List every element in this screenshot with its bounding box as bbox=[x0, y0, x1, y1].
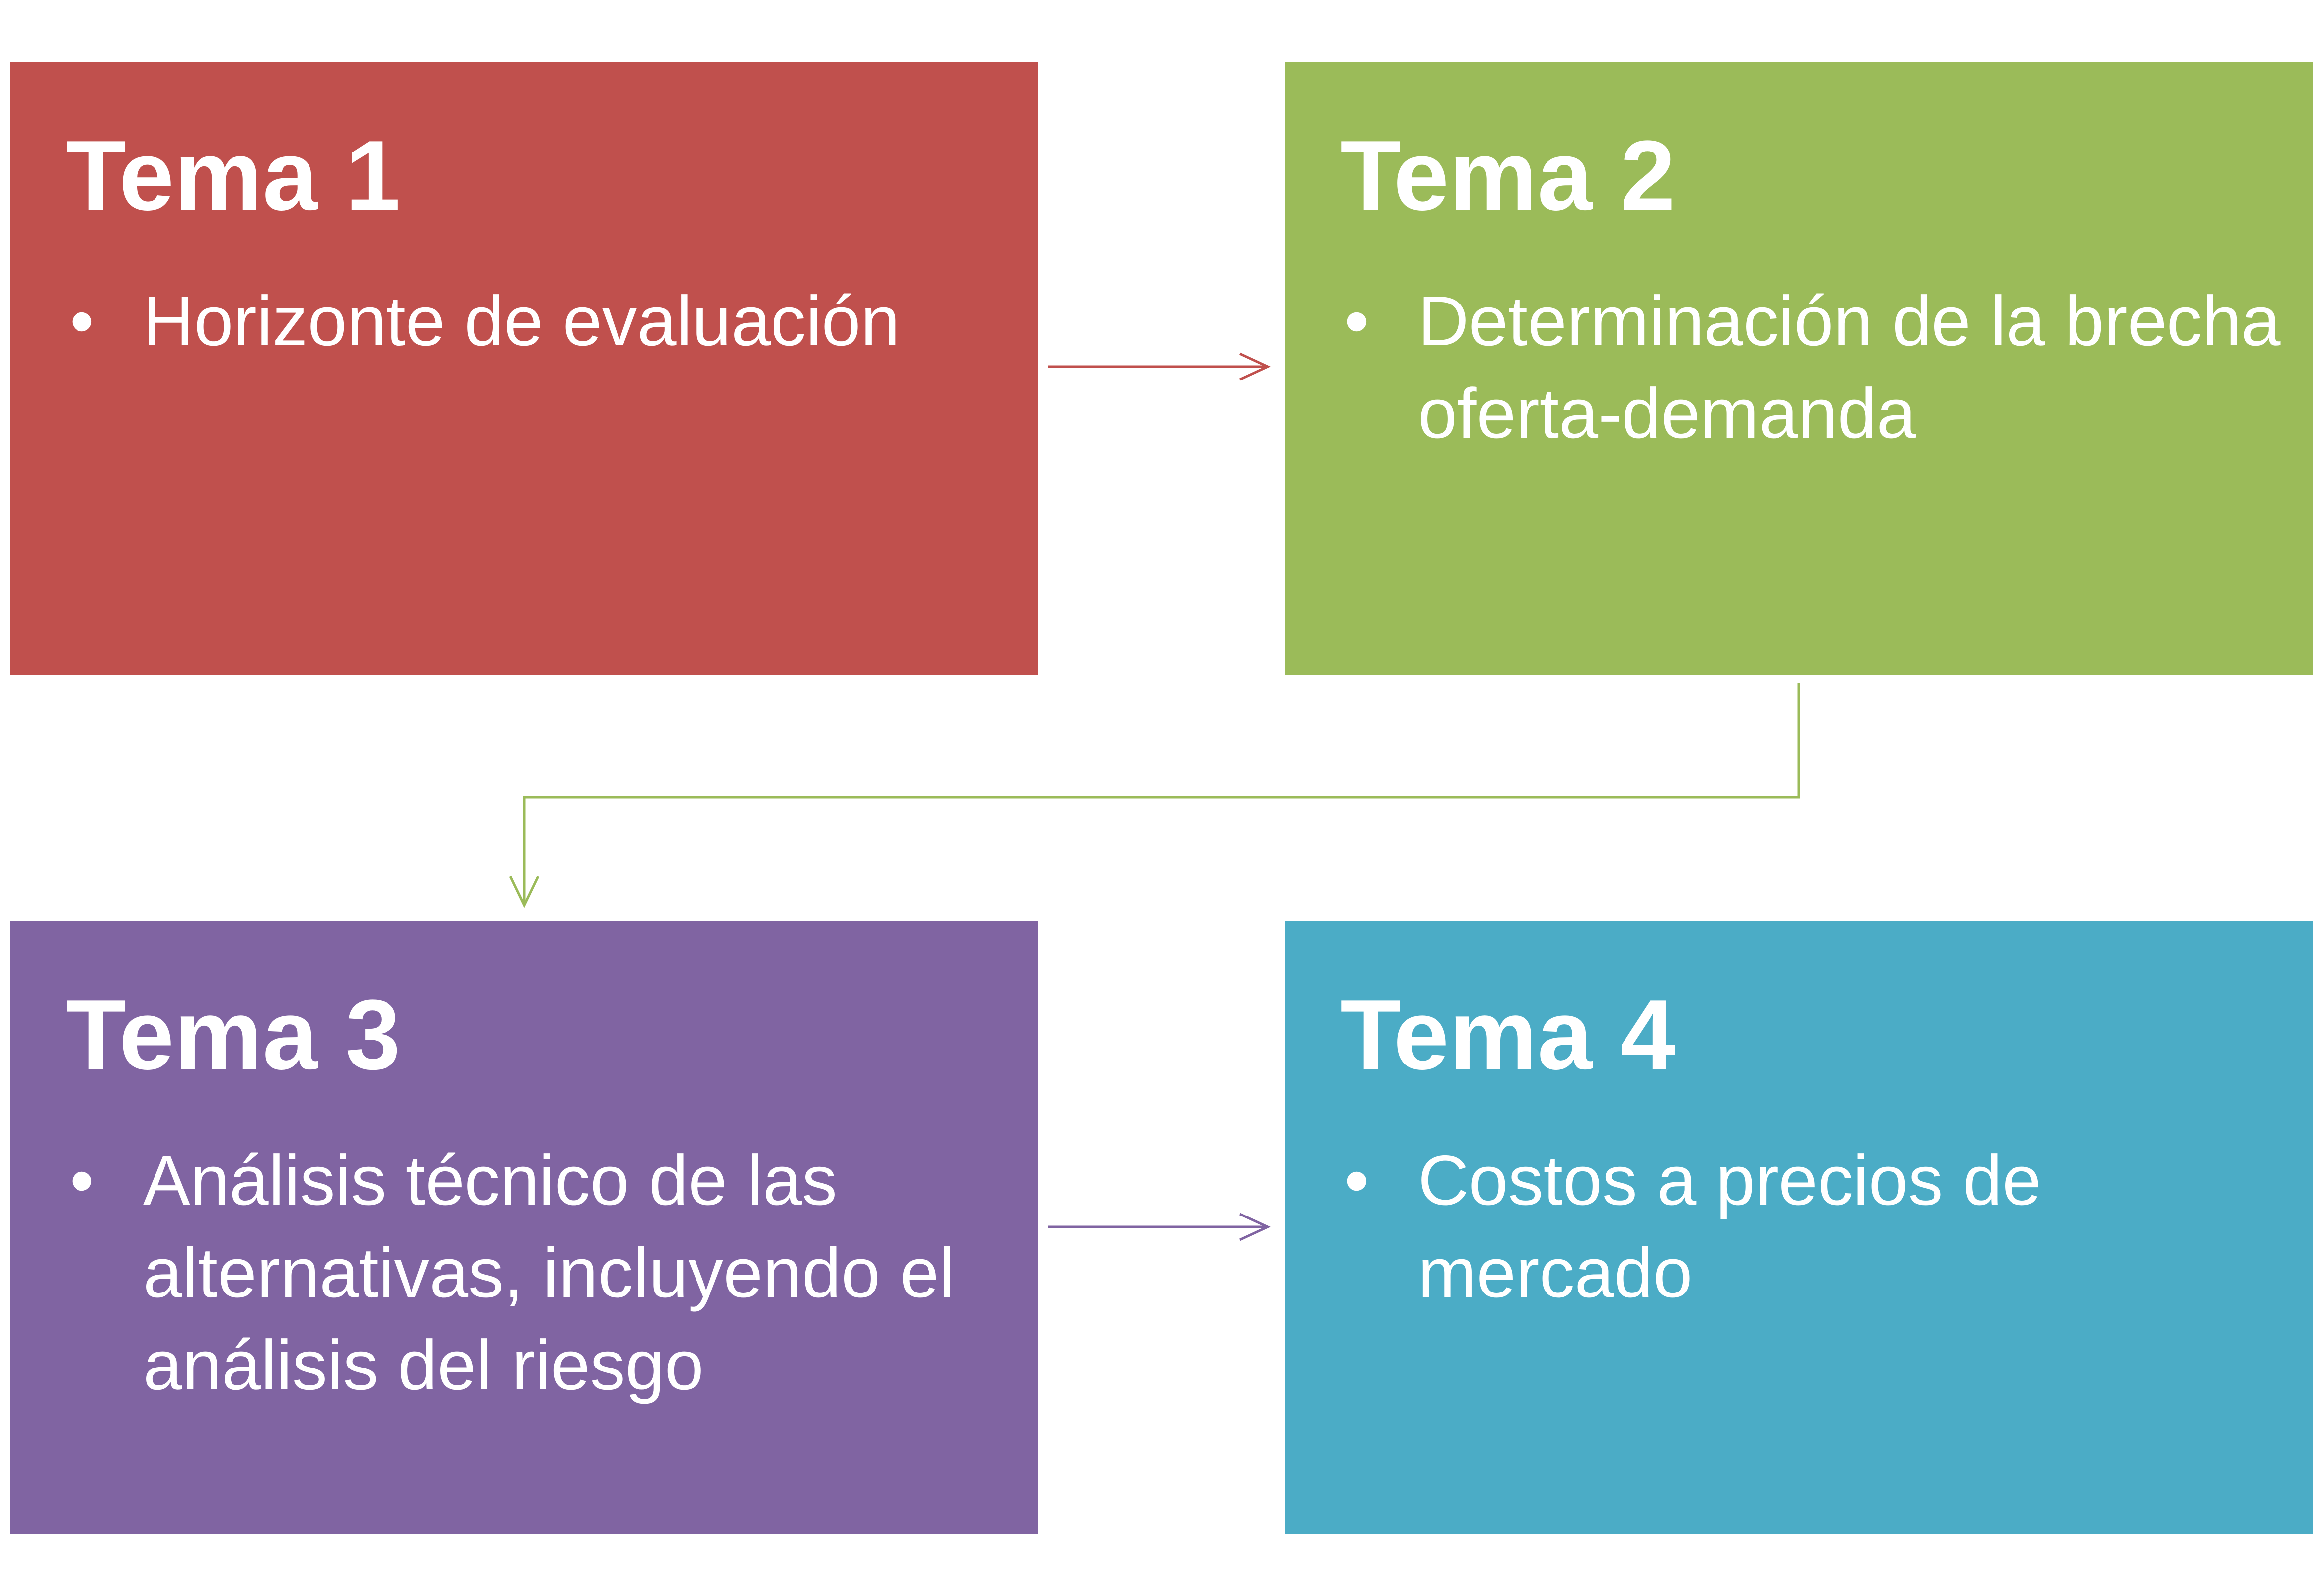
tema-4-title: Tema 4 bbox=[1340, 980, 1676, 1090]
tema-2-bullets: Determinación de la brecha oferta-demand… bbox=[1344, 275, 2293, 460]
arrow-tema1-to-tema2 bbox=[1048, 352, 1271, 381]
tema-1-bullets: Horizonte de evaluación bbox=[70, 275, 1018, 368]
arrow-tema2-to-tema3 bbox=[509, 683, 1800, 908]
tema-3-title: Tema 3 bbox=[66, 980, 401, 1090]
arrow-tema3-to-tema4 bbox=[1048, 1213, 1271, 1241]
tema-3-box: Tema 3 Análisis técnico de las alternati… bbox=[10, 921, 1038, 1534]
tema-1-bullet: Horizonte de evaluación bbox=[70, 275, 1018, 368]
tema-2-box: Tema 2 Determinación de la brecha oferta… bbox=[1285, 62, 2313, 675]
tema-2-title: Tema 2 bbox=[1340, 120, 1676, 231]
tema-4-bullets: Costos a precios de mercado bbox=[1344, 1135, 2293, 1319]
tema-4-box: Tema 4 Costos a precios de mercado bbox=[1285, 921, 2313, 1534]
tema-3-bullet: Análisis técnico de las alternativas, in… bbox=[70, 1135, 1018, 1412]
tema-2-bullet: Determinación de la brecha oferta-demand… bbox=[1344, 275, 2293, 460]
tema-3-bullets: Análisis técnico de las alternativas, in… bbox=[70, 1135, 1018, 1412]
tema-4-bullet: Costos a precios de mercado bbox=[1344, 1135, 2293, 1319]
tema-1-title: Tema 1 bbox=[66, 120, 401, 231]
tema-1-box: Tema 1 Horizonte de evaluación bbox=[10, 62, 1038, 675]
